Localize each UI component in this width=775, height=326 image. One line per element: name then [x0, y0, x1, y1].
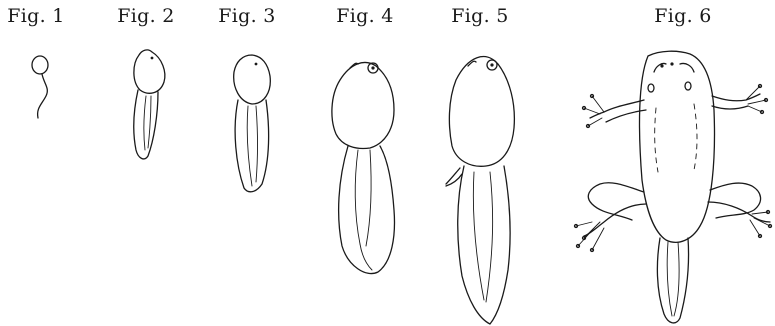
fig-5-drawing: [446, 57, 514, 324]
fig-6-drawing: [575, 51, 772, 323]
fig-2-drawing: [134, 50, 165, 159]
fig-4-drawing: [332, 62, 395, 273]
fig-3-drawing: [234, 55, 271, 192]
fig-1-drawing: [32, 56, 48, 118]
